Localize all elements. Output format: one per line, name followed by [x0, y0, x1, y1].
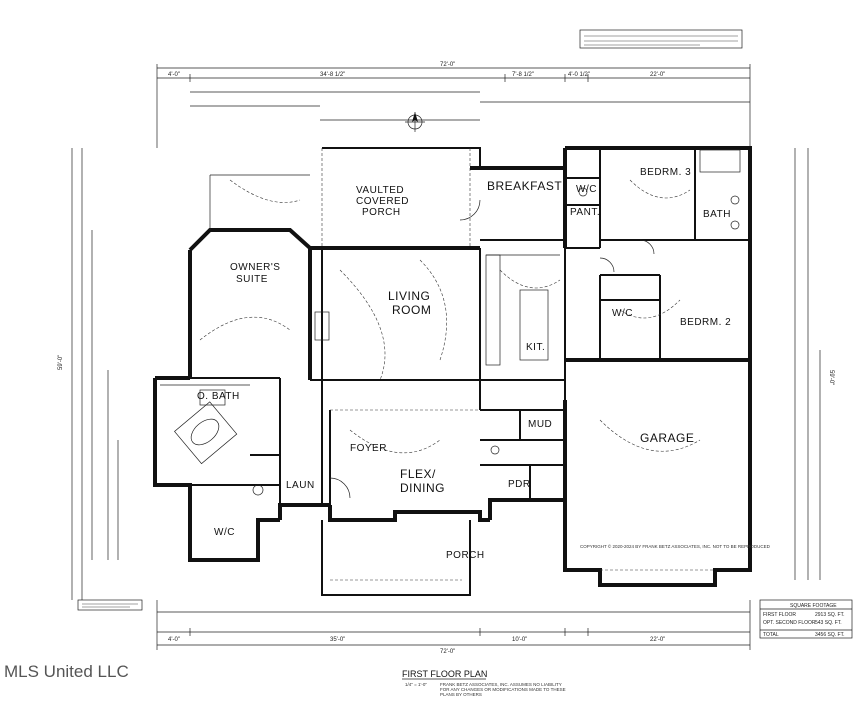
room-breakfast: BREAKFAST [487, 179, 562, 193]
disclaimer-line2: FOR ANY CHANGES OR MODIFICATIONS MADE TO… [440, 687, 566, 692]
room-vaulted-line3: PORCH [362, 207, 401, 218]
dim-bottom-left: 4'-0" [168, 637, 180, 643]
room-flex-line2: DINING [400, 481, 445, 495]
dim-left-overall: 59'-0" [58, 355, 64, 370]
room-porch: PORCH [446, 550, 485, 561]
sqft-row1-value: 2913 SQ. FT. [815, 612, 844, 618]
watermark-text: MLS United LLC [4, 662, 129, 681]
room-bedrm2: BEDRM. 2 [680, 317, 731, 328]
sqft-row3-label: TOTAL [763, 632, 779, 638]
disclaimer-line3: PLANS BY OTHERS [440, 692, 482, 697]
room-bath: BATH [703, 209, 731, 220]
sqft-row2-label: OPT. SECOND FLOOR [763, 620, 816, 626]
room-vaulted-line2: COVERED [356, 196, 409, 207]
room-wic: W/C [576, 184, 597, 195]
dim-top-r1: 7'-8 1/2" [512, 72, 534, 78]
room-owners-suite-line1: OWNER'S [230, 262, 280, 273]
fireplace [314, 311, 330, 341]
dim-top-overall: 72'-0" [440, 62, 455, 68]
disclaimer-line1: FRANK BETZ ASSOCIATES, INC. ASSUMES NO L… [440, 682, 562, 687]
dim-right-overall: 59'-0" [828, 370, 834, 385]
room-pdr: PDR [508, 479, 531, 490]
dim-bottom-r2: 22'-0" [650, 637, 665, 643]
square-footage-table: SQUARE FOOTAGE FIRST FLOOR 2913 SQ. FT. … [759, 599, 853, 639]
dim-top-mid: 34'-8 1/2" [320, 72, 345, 78]
room-vaulted-line1: VAULTED [356, 185, 404, 196]
dim-bottom-mid: 35'-0" [330, 637, 345, 643]
north-arrow-icon [405, 112, 425, 132]
room-owners-suite-line2: SUITE [236, 274, 268, 285]
room-flex-line1: FLEX/ [400, 467, 436, 481]
dim-bottom-r1: 10'-0" [512, 637, 527, 643]
room-wic2: W/C [612, 308, 633, 319]
dim-top-r3: 22'-0" [650, 72, 665, 78]
sqft-heading: SQUARE FOOTAGE [790, 603, 837, 609]
kitchen-island [519, 289, 549, 361]
plan-title: FIRST FLOOR PLAN [402, 669, 487, 679]
sqft-row2-value: 543 SQ. FT. [815, 620, 842, 626]
room-pant: PANT. [570, 207, 600, 218]
room-living-line2: ROOM [392, 303, 431, 317]
room-mud: MUD [528, 419, 552, 430]
top-note-box [579, 29, 743, 49]
dim-top-r2: 4'-0 1/2" [568, 72, 590, 78]
room-garage: GARAGE [640, 431, 694, 445]
room-living-line1: LIVING [388, 289, 430, 303]
sqft-row1-label: FIRST FLOOR [763, 612, 796, 618]
copyright-note: COPYRIGHT © 2020-2024 BY FRANK BETZ ASSO… [580, 543, 771, 549]
room-wic3: W/C [214, 527, 235, 538]
room-bedrm3: BEDRM. 3 [640, 167, 691, 178]
room-o-bath: O. BATH [197, 391, 240, 402]
sqft-row3-value: 3456 SQ. FT. [815, 632, 844, 638]
room-laun: LAUN [286, 480, 315, 491]
dim-bottom-overall: 72'-0" [440, 649, 455, 655]
bathtub [190, 418, 220, 446]
room-foyer: FOYER [350, 443, 387, 454]
dim-top-left: 4'-0" [168, 72, 180, 78]
plan-scale: 1/4" = 1'-0" [405, 682, 427, 687]
room-kit: KIT. [526, 342, 545, 353]
